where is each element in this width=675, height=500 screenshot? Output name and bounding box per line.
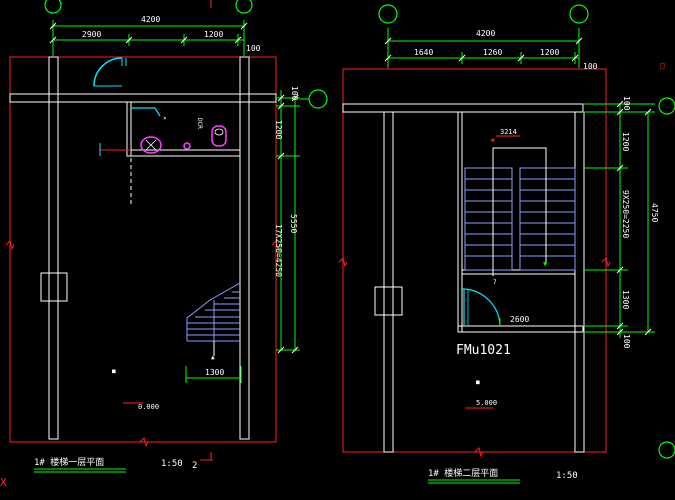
right-break-mark-bottom <box>474 447 484 458</box>
right-dim-right-total: 4750 <box>650 203 659 222</box>
left-wall-column-right <box>239 56 250 440</box>
right-dims-top-ticks <box>384 37 583 62</box>
left-break-mark-bottom <box>139 437 149 448</box>
left-door-swing-small <box>131 107 161 117</box>
left-axis-bubble-1 <box>44 0 62 14</box>
left-dim-right-upper: 1200 <box>274 120 283 139</box>
left-stair-arrow-head: ▲ <box>211 354 215 361</box>
left-break-mark <box>5 240 15 251</box>
right-dim-right-top: 100 <box>622 96 631 111</box>
left-level-label: 0.000 <box>138 403 159 411</box>
right-caption: 1# 楼梯二层平面 <box>428 467 498 479</box>
right-partition-left <box>457 111 463 333</box>
right-level-label: 5.000 <box>476 399 497 407</box>
corner-mark: X <box>0 476 7 489</box>
right-break-mark <box>338 257 348 268</box>
right-dim-door: 2600 <box>510 315 529 324</box>
right-stair <box>464 167 576 271</box>
right-door-swing <box>461 288 501 327</box>
right-wall-column-right <box>574 111 585 453</box>
left-dims-right <box>276 90 300 351</box>
left-dim-edge: 100 <box>246 44 261 53</box>
floor-drain-icon <box>183 142 191 150</box>
right-axis-bubble-3 <box>658 97 675 115</box>
left-break-mark-right <box>271 240 281 251</box>
fixture-mark: × <box>163 115 167 122</box>
left-column-block <box>40 272 68 302</box>
right-column-block <box>374 286 403 316</box>
right-dims-right <box>583 103 655 338</box>
right-dim-right-lower: 1300 <box>621 290 630 309</box>
fixture-small-label: DCR <box>196 118 203 129</box>
plan-left: DCR × ▲ <box>5 0 328 473</box>
right-dim-edge: 100 <box>583 62 598 71</box>
right-stair-walkline <box>492 147 547 276</box>
right-boundary <box>342 68 607 453</box>
right-axis-bubble-4 <box>658 441 675 459</box>
left-room-mark: ■ <box>112 368 116 375</box>
right-axis-mark: □ <box>660 61 665 70</box>
left-axis-bubble-3 <box>308 89 328 109</box>
right-stair-num: 7 <box>493 279 497 286</box>
left-dim-seg-2: 1200 <box>204 30 223 39</box>
left-axis-bubble-2 <box>235 0 253 14</box>
left-boundary <box>9 56 277 443</box>
left-partition-upper <box>126 101 132 157</box>
right-wall-column-left <box>383 111 394 453</box>
left-caption: 1# 楼梯一层平面 <box>34 456 104 468</box>
right-wall-top-beam <box>342 103 584 113</box>
right-scale: 1:50 <box>556 471 578 481</box>
left-dim-right-run: 17X250=4250 <box>274 224 283 277</box>
right-dim-seg-1: 1640 <box>414 48 433 57</box>
right-room-mark: ■ <box>476 379 480 386</box>
right-dim-right-bottom: 100 <box>622 334 631 349</box>
right-dim-seg-3: 1200 <box>540 48 559 57</box>
left-section-mark: 2 <box>192 461 197 471</box>
left-dim-stair <box>185 366 242 383</box>
left-wall-top-beam <box>9 93 277 103</box>
right-door-label: FMu1021 <box>456 343 511 358</box>
toilet-icon <box>211 125 227 147</box>
right-stair-start-arrow: ◀ <box>490 136 495 144</box>
right-partition-bottom <box>457 325 584 333</box>
right-dims-right-ticks <box>616 100 652 336</box>
left-dim-right-total: 5550 <box>289 214 298 233</box>
left-dim-right-top: 100 <box>290 86 299 101</box>
left-scale: 1:50 <box>161 459 183 469</box>
washbasin-icon <box>140 136 162 154</box>
left-stair <box>186 282 241 342</box>
right-break-mark-right <box>601 257 611 268</box>
right-stair-label: 3214 <box>500 128 517 136</box>
right-dim-right-upper: 1200 <box>621 132 630 151</box>
left-dims-top-ticks <box>49 22 248 44</box>
right-stair-arrow-head: ▼ <box>543 260 548 268</box>
plan-right: ▼ ◀ 3214 7 FMu1021 4200 1640 <box>338 4 675 484</box>
left-dim-seg-1: 2900 <box>82 30 101 39</box>
left-wall-column-left <box>48 56 59 440</box>
right-dim-seg-2: 1260 <box>483 48 502 57</box>
right-dim-right-run: 9X250=2250 <box>621 190 630 238</box>
right-partition-landing <box>461 269 576 275</box>
left-dims-right-ticks <box>277 94 299 354</box>
left-door-swing <box>93 57 123 87</box>
left-dim-overall: 4200 <box>141 15 160 24</box>
right-axis-bubble-1 <box>378 4 398 24</box>
right-axis-bubble-2 <box>569 4 589 24</box>
left-dim-stair-width: 1300 <box>205 368 224 377</box>
right-dim-overall: 4200 <box>476 29 495 38</box>
